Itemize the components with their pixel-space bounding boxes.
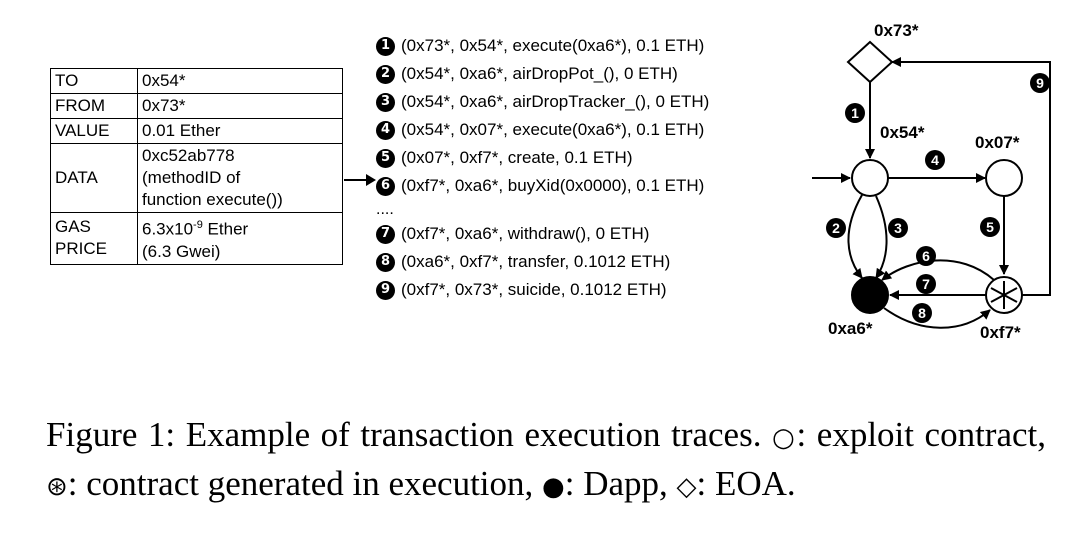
- step-number-badge: 2: [376, 64, 395, 84]
- value-line: (6.3 Gwei): [142, 241, 221, 261]
- value-line: function execute()): [142, 190, 283, 209]
- eoa-diamond-node: [846, 40, 894, 84]
- edge-badge-1: [845, 103, 865, 123]
- dapp-label: 0xa6*: [828, 319, 873, 338]
- table-row: VALUE 0.01 Ether: [50, 118, 343, 144]
- edge-3: [875, 195, 888, 279]
- table-row: DATA 0xc52ab778 (methodID of function ex…: [50, 143, 343, 213]
- list-item: 4 (0x54*, 0x07*, execute(0xa6*), 0.1 ETH): [376, 116, 709, 144]
- trace-text: (0x54*, 0xa6*, airDropPot_(), 0 ETH): [401, 64, 678, 83]
- caption-prefix: Figure 1: Example of transaction executi…: [46, 415, 772, 454]
- caption-eoa-text: : EOA.: [696, 464, 796, 503]
- step-number-badge: 6: [376, 176, 395, 196]
- edge-badge-6-label: 6: [922, 248, 930, 264]
- dapp-node-0xa6: [851, 276, 889, 314]
- table-value: 0.01 Ether: [137, 118, 343, 144]
- caption-dapp-text: : Dapp,: [564, 464, 677, 503]
- edge-badge-5: [980, 217, 1000, 237]
- table-key: TO: [50, 68, 138, 94]
- value-line: 0xc52ab778: [142, 146, 235, 165]
- table-row: TO 0x54*: [50, 68, 343, 94]
- list-item: 3 (0x54*, 0xa6*, airDropTracker_(), 0 ETH…: [376, 88, 709, 116]
- list-item: 2 (0x54*, 0xa6*, airDropPot_(), 0 ETH): [376, 60, 709, 88]
- step-number-badge: 1: [376, 36, 395, 56]
- edge-badge-3-label: 3: [894, 220, 902, 236]
- caption-generated-text: : contract generated in execution,: [67, 464, 543, 503]
- trace-text: (0xf7*, 0xa6*, withdraw(), 0 ETH): [401, 224, 650, 243]
- edge-badge-9-label: 9: [1036, 75, 1044, 91]
- table-key: VALUE: [50, 118, 138, 144]
- generated-contract-node-0xf7: [985, 276, 1023, 314]
- table-value: 0x54*: [137, 68, 343, 94]
- list-item: 1 (0x73*, 0x54*, execute(0xa6*), 0.1 ETH): [376, 32, 709, 60]
- list-item: 6 (0xf7*, 0xa6*, buyXid(0x0000), 0.1 ETH): [376, 172, 709, 200]
- trace-text: (0xa6*, 0xf7*, transfer, 0.1012 ETH): [401, 252, 671, 271]
- trace-text: (0xf7*, 0x73*, suicide, 0.1012 ETH): [401, 280, 667, 299]
- table-value: 0x73*: [137, 93, 343, 119]
- edge-6: [881, 259, 995, 281]
- value-line: (methodID of: [142, 168, 241, 187]
- list-item-ellipsis: ....: [376, 200, 709, 220]
- edge-badge-4-label: 4: [931, 152, 939, 168]
- trace-text: (0x07*, 0xf7*, create, 0.1 ETH): [401, 148, 633, 167]
- eoa-label: 0x73*: [874, 21, 919, 40]
- dapp-symbol-icon: ●: [542, 472, 565, 502]
- edge-9: [891, 57, 1051, 296]
- exploit-symbol-icon: ○: [772, 423, 797, 453]
- edge-8: [883, 307, 991, 329]
- table-value: 0xc52ab778 (methodID of function execute…: [137, 143, 343, 213]
- edge-badge-7: [916, 274, 936, 294]
- edge-2: [847, 194, 863, 279]
- exploit-contract-node-0x07: [985, 159, 1023, 197]
- trace-text: (0xf7*, 0xa6*, buyXid(0x0000), 0.1 ETH): [401, 176, 705, 195]
- table-value: 6.3x10-9 Ether (6.3 Gwei): [137, 212, 343, 265]
- list-item: 9 (0xf7*, 0x73*, suicide, 0.1012 ETH): [376, 276, 709, 304]
- step-number-badge: 5: [376, 148, 395, 168]
- key-line: GAS: [55, 217, 91, 237]
- trace-text: (0x73*, 0x54*, execute(0xa6*), 0.1 ETH): [401, 36, 705, 55]
- edge-badge-7-label: 7: [922, 276, 930, 292]
- edge-badge-6: [916, 246, 936, 266]
- trace-text: (0x54*, 0x07*, execute(0xa6*), 0.1 ETH): [401, 120, 705, 139]
- transaction-table: TO 0x54* FROM 0x73* VALUE 0.01 Ether DAT…: [50, 68, 343, 265]
- step-number-badge: 3: [376, 92, 395, 112]
- edge-badge-8-label: 8: [918, 305, 926, 321]
- table-key: FROM: [50, 93, 138, 119]
- caption-exploit-text: : exploit contract,: [796, 415, 1047, 454]
- table-key: GAS PRICE: [50, 212, 138, 265]
- trace-ellipsis: ....: [376, 201, 394, 218]
- table-row: FROM 0x73*: [50, 93, 343, 119]
- step-number-badge: 8: [376, 252, 395, 272]
- generated-label: 0xf7*: [980, 323, 1021, 342]
- edge-badge-9: [1030, 73, 1050, 93]
- edge-badge-2: [826, 218, 846, 238]
- figure-caption: Figure 1: Example of transaction executi…: [46, 412, 1046, 510]
- gas-price-exponent: -9: [193, 219, 203, 231]
- exploit-a-label: 0x54*: [880, 123, 925, 142]
- table-key: DATA: [50, 143, 138, 213]
- list-item: 5 (0x07*, 0xf7*, create, 0.1 ETH): [376, 144, 709, 172]
- edge-badge-4: [925, 150, 945, 170]
- value-line: 6.3x10-9 Ether: [142, 214, 338, 241]
- generated-symbol-icon: ⊛: [46, 472, 68, 502]
- eoa-symbol-icon: ◇: [676, 472, 697, 502]
- list-item: 8 (0xa6*, 0xf7*, transfer, 0.1012 ETH): [376, 248, 709, 276]
- gas-price-unit: Ether: [202, 219, 249, 239]
- exploit-contract-node-0x54: [851, 159, 889, 197]
- step-number-badge: 7: [376, 224, 395, 244]
- table-row: GAS PRICE 6.3x10-9 Ether (6.3 Gwei): [50, 212, 343, 265]
- edge-badge-1-label: 1: [851, 105, 859, 121]
- step-number-badge: 4: [376, 120, 395, 140]
- trace-text: (0x54*, 0xa6*, airDropTracker_(), 0 ETH): [401, 92, 710, 111]
- exploit-b-label: 0x07*: [975, 133, 1020, 152]
- step-number-badge: 9: [376, 280, 395, 300]
- edge-badge-5-label: 5: [986, 219, 994, 235]
- edge-badge-8: [912, 303, 932, 323]
- edge-badge-2-label: 2: [832, 220, 840, 236]
- list-item: 7 (0xf7*, 0xa6*, withdraw(), 0 ETH): [376, 220, 709, 248]
- key-line: PRICE: [55, 239, 107, 259]
- trace-list: 1 (0x73*, 0x54*, execute(0xa6*), 0.1 ETH)…: [376, 32, 709, 304]
- edge-badge-3: [888, 218, 908, 238]
- gas-price-base: 6.3x10: [142, 219, 194, 239]
